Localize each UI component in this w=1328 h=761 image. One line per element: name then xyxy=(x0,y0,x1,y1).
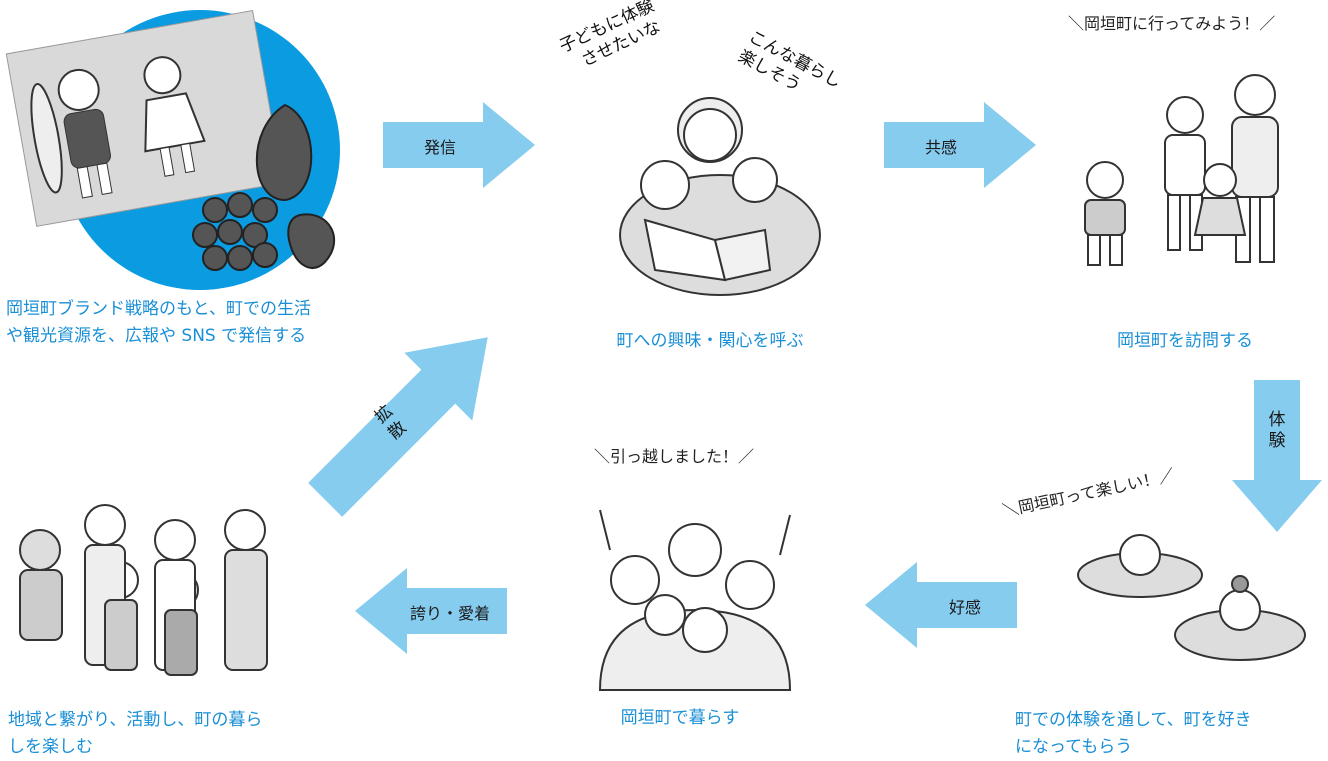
arrow-taiken-label: 体 験 xyxy=(1266,410,1288,452)
arrow-hasshin-label: 発信 xyxy=(423,138,456,157)
arrow-kokan-label: 好感 xyxy=(948,598,981,617)
step6-caption-line1: 地域と繋がり、活動し、町の暮ら xyxy=(8,710,263,730)
kids-swimming-illustration xyxy=(1077,534,1306,661)
step4-speech: ＼岡垣町って楽しい！／ xyxy=(1000,465,1177,521)
family-walking-illustration xyxy=(1084,74,1279,266)
grapes xyxy=(192,192,278,271)
brand-illustration xyxy=(5,9,340,290)
step4-caption-line1: 町での体験を通して、町を好き xyxy=(1015,710,1252,730)
step4-caption: 町での体験を通して、町を好き になってもらう xyxy=(1015,707,1325,761)
step2-caption: 町への興味・関心を呼ぶ xyxy=(616,331,804,351)
bubble-left: 子どもに体験 させたいな xyxy=(556,0,667,78)
community-illustration xyxy=(19,504,268,676)
step1-caption: 岡垣町ブランド戦略のもと、町での生活 や観光資源を、広報や SNS で発信する xyxy=(6,296,386,350)
step3-speech: ＼岡垣町に行ってみよう！／ xyxy=(1068,14,1276,33)
step6-caption-line2: しを楽しむ xyxy=(8,737,93,757)
arrow-kyokan xyxy=(884,102,1036,188)
arrow-kyokan-label: 共感 xyxy=(924,138,957,157)
strawberry xyxy=(287,213,336,269)
step1-caption-line1: 岡垣町ブランド戦略のもと、町での生活 xyxy=(6,299,311,319)
loquat-fruit xyxy=(255,103,313,202)
arrow-taiken xyxy=(1232,380,1322,532)
arrow-taiken-char1: 体 xyxy=(1268,410,1286,430)
photo-card xyxy=(5,9,284,227)
arrow-hokori xyxy=(355,568,507,654)
arrow-taiken-char2: 験 xyxy=(1268,431,1286,451)
step1-caption-line2: や観光資源を、広報や SNS で発信する xyxy=(6,326,307,346)
step3-caption: 岡垣町を訪問する xyxy=(1117,331,1253,351)
arrow-kakusan xyxy=(308,337,488,517)
arrow-kokan xyxy=(865,562,1017,648)
arrow-hasshin xyxy=(383,102,535,188)
moved-family-illustration xyxy=(598,509,792,691)
step5-caption: 岡垣町で暮らす xyxy=(620,708,740,728)
step4-caption-line2: になってもらう xyxy=(1015,737,1133,757)
mother-reading-illustration xyxy=(619,97,821,296)
arrow-hokori-label: 誇り・愛着 xyxy=(409,604,490,623)
step5-speech: ＼引っ越しました！／ xyxy=(594,447,755,466)
step6-caption: 地域と繋がり、活動し、町の暮ら しを楽しむ xyxy=(8,707,328,761)
